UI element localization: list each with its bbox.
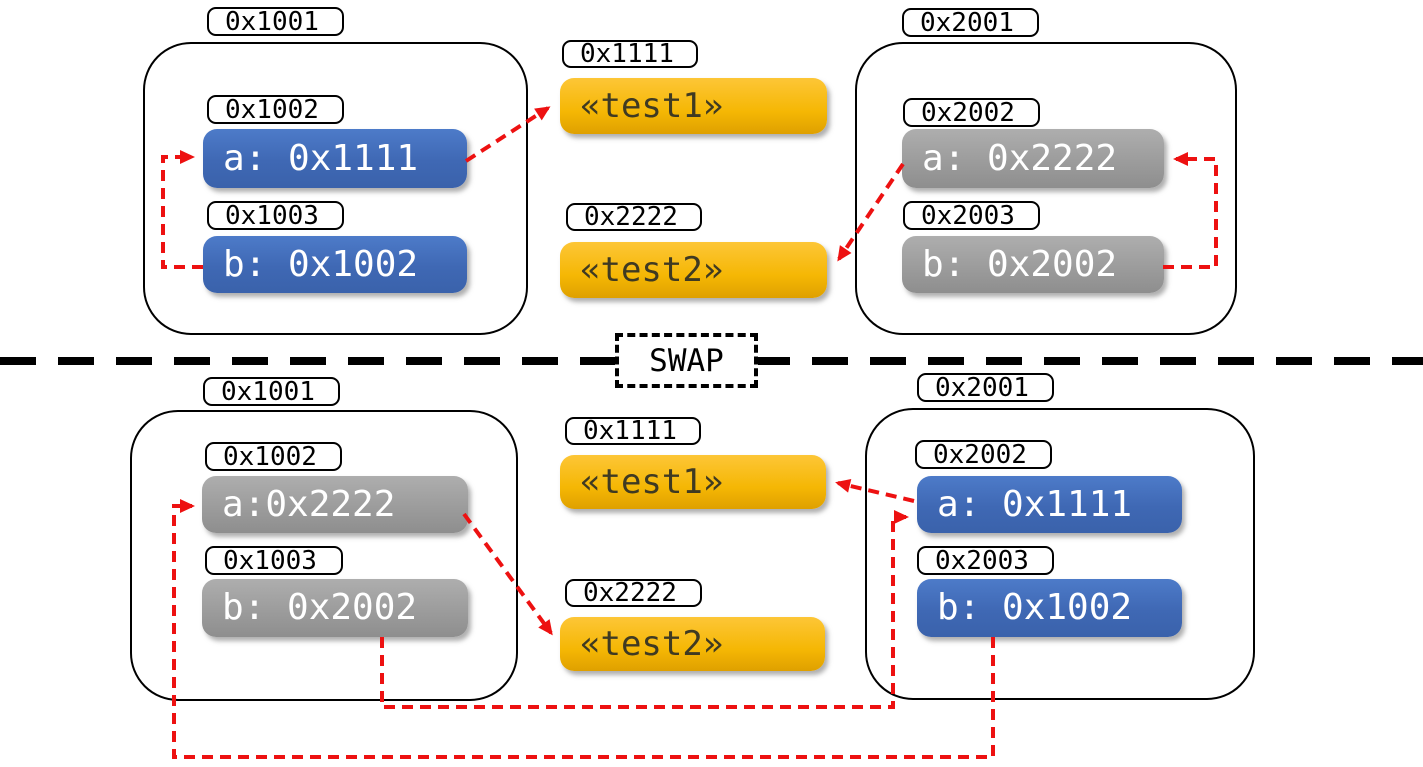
after-left-frame-address: 0x1001 — [203, 377, 340, 406]
after-right-slot-b-address: 0x2003 — [917, 546, 1054, 575]
after-left-slot-a: a:0x2222 — [202, 476, 468, 533]
after-right-frame-address: 0x2001 — [917, 373, 1054, 402]
after-string2: «test2» — [560, 617, 825, 671]
after-right-slot-a-address: 0x2002 — [915, 440, 1052, 469]
before-right-slot-b-address: 0x2003 — [903, 201, 1040, 230]
before-left-slot-a-address: 0x1002 — [207, 95, 344, 124]
before-left-frame-address: 0x1001 — [207, 7, 344, 36]
before-string2-address: 0x2222 — [566, 203, 702, 231]
before-string1-address: 0x1111 — [562, 40, 698, 68]
before-left-slot-b-address: 0x1003 — [207, 201, 344, 230]
after-left-slot-b: b: 0x2002 — [202, 579, 468, 637]
before-right-frame-address: 0x2001 — [902, 8, 1039, 37]
after-left-slot-a-address: 0x1002 — [205, 442, 342, 471]
before-left-slot-a: a: 0x1111 — [203, 129, 467, 188]
after-left-slot-b-address: 0x1003 — [205, 546, 343, 575]
before-right-slot-b: b: 0x2002 — [902, 236, 1164, 293]
before-string2: «test2» — [560, 242, 827, 298]
after-string1-address: 0x1111 — [565, 417, 701, 445]
before-left-frame — [143, 42, 528, 335]
before-string1: «test1» — [560, 78, 827, 134]
swap-operation-box: SWAP — [615, 333, 758, 388]
before-right-slot-a-address: 0x2002 — [903, 98, 1040, 127]
after-right-slot-a: a: 0x1111 — [917, 476, 1182, 533]
after-string2-address: 0x2222 — [565, 579, 702, 607]
before-left-slot-b: b: 0x1002 — [203, 236, 467, 293]
before-right-slot-a: a: 0x2222 — [902, 129, 1164, 188]
after-right-slot-b: b: 0x1002 — [917, 579, 1182, 637]
after-string1: «test1» — [560, 455, 826, 509]
